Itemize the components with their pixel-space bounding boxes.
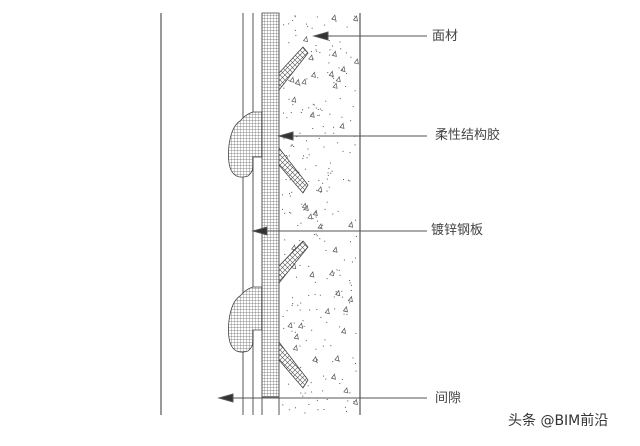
adhesive-blob — [228, 286, 263, 353]
leader-facing — [312, 31, 427, 41]
leader-gap — [217, 393, 427, 403]
anchor — [278, 146, 309, 194]
label-flexible-adhesive: 柔性结构胶 — [435, 128, 501, 143]
galvanized-steel-plate — [261, 12, 280, 398]
anchor — [278, 340, 309, 389]
adhesive-blob — [228, 111, 263, 178]
label-gap: 间隙 — [435, 391, 462, 406]
leader-adhesive — [277, 131, 427, 141]
watermark: 头条 @BIM前沿 — [508, 413, 609, 429]
label-galvanized-steel: 镀锌钢板 — [431, 223, 484, 238]
label-facing: 面材 — [432, 29, 459, 44]
anchor — [278, 46, 309, 92]
leader-steel — [251, 226, 427, 236]
anchor — [278, 240, 309, 285]
facing-panel — [282, 14, 359, 414]
